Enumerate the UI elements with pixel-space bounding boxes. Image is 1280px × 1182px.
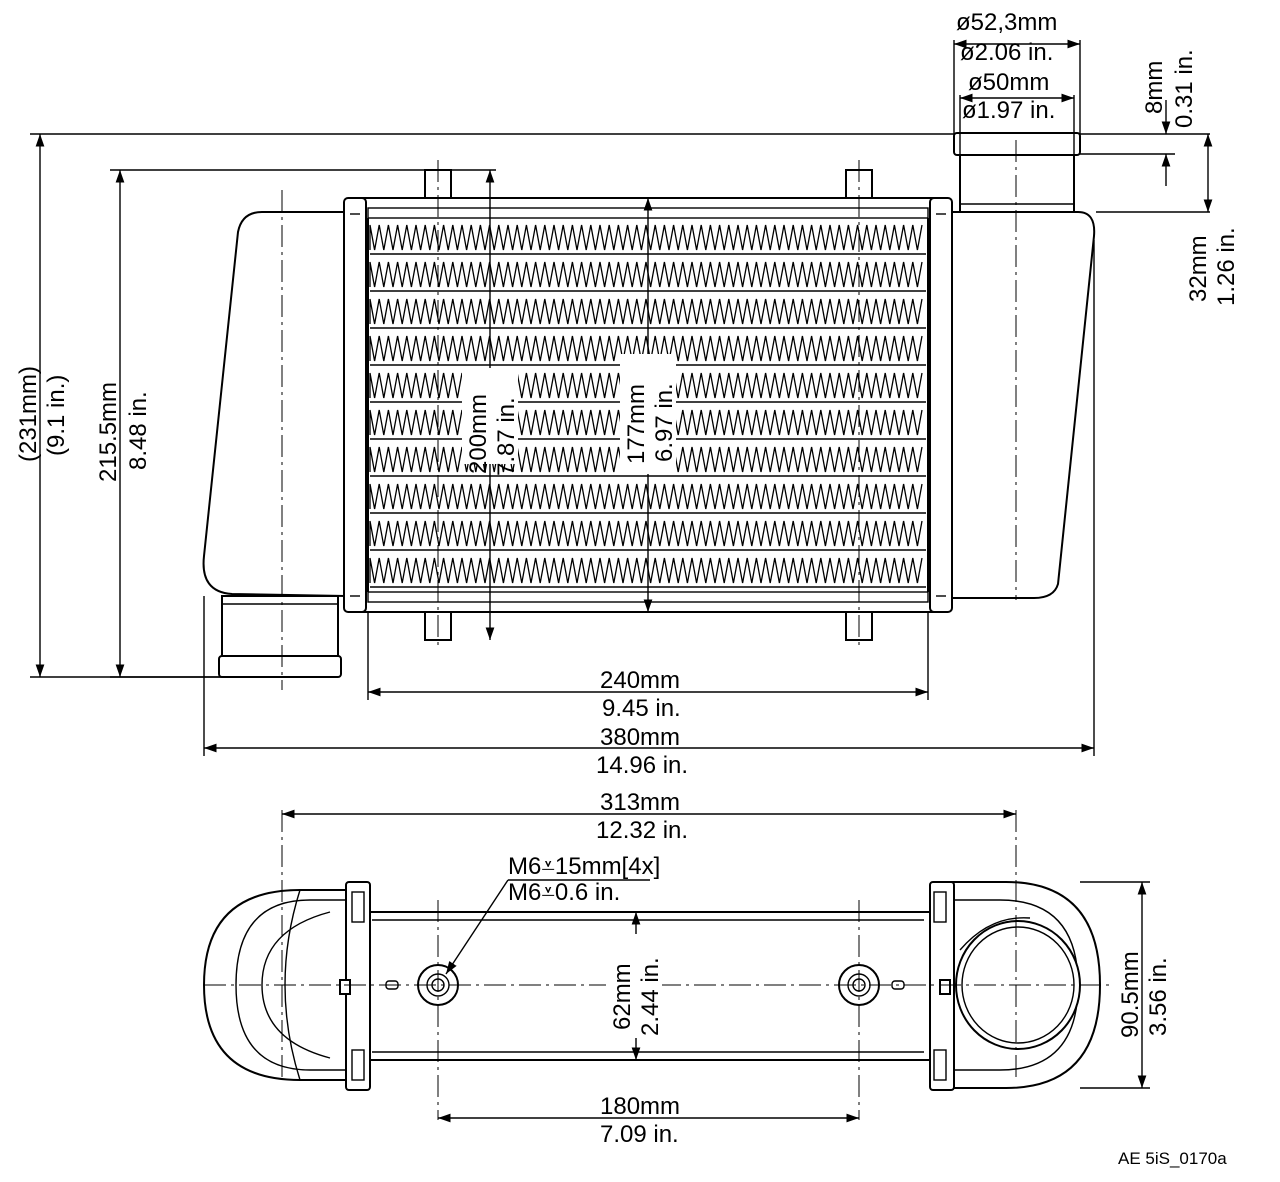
outlet-height-mm: 32mm <box>1185 235 1212 302</box>
figure-code: AE 5iS_0170a <box>1118 1149 1227 1168</box>
pipe-centres-in: 12.32 in. <box>596 817 688 844</box>
core-depth-in: 2.44 in. <box>637 957 664 1036</box>
outlet-height-in: 1.26 in. <box>1213 227 1240 306</box>
outlet-pipe <box>953 132 1081 213</box>
overall-height-in: (9.1 in.) <box>43 375 70 456</box>
bead-offset-in: 0.31 in. <box>1171 49 1198 128</box>
tank-height-mm: 215.5mm <box>95 382 122 482</box>
core-width-in: 9.45 in. <box>602 695 681 722</box>
top-view <box>202 809 1150 1123</box>
outlet-inner-diameter-in: ø1.97 in. <box>962 97 1055 124</box>
thread-spec-in: M6⩡0.6 in. <box>508 879 620 906</box>
stud-span-in: 7.87 in. <box>493 397 520 476</box>
core-width-mm: 240mm <box>600 667 680 694</box>
left-end-tank <box>202 211 346 598</box>
overall-width-in: 14.96 in. <box>596 752 688 779</box>
stud-span-mm: 200mm <box>465 394 492 474</box>
pipe-centres-mm: 313mm <box>600 789 680 816</box>
core-depth-mm: 62mm <box>609 963 636 1030</box>
right-end-tank <box>947 211 1096 599</box>
bead-offset-mm: 8mm <box>1141 61 1168 114</box>
mount-spacing-mm: 180mm <box>600 1093 680 1120</box>
overall-width-mm: 380mm <box>600 724 680 751</box>
core-height-mm: 177mm <box>623 384 650 464</box>
inlet-pipe <box>218 595 342 678</box>
core-height-in: 6.97 in. <box>651 383 678 462</box>
overall-depth-mm: 90.5mm <box>1117 951 1144 1038</box>
thread-spec-mm: M6⩡15mm[4x] <box>508 853 660 880</box>
overall-depth-in: 3.56 in. <box>1145 957 1172 1036</box>
tank-height-in: 8.48 in. <box>125 391 152 470</box>
outlet-outer-diameter-in: ø2.06 in. <box>960 39 1053 66</box>
outlet-outer-diameter-mm: ø52,3mm <box>956 9 1057 36</box>
outlet-inner-diameter-mm: ø50mm <box>968 69 1049 96</box>
overall-height-mm: (231mm) <box>15 366 42 462</box>
mount-spacing-in: 7.09 in. <box>600 1121 679 1148</box>
